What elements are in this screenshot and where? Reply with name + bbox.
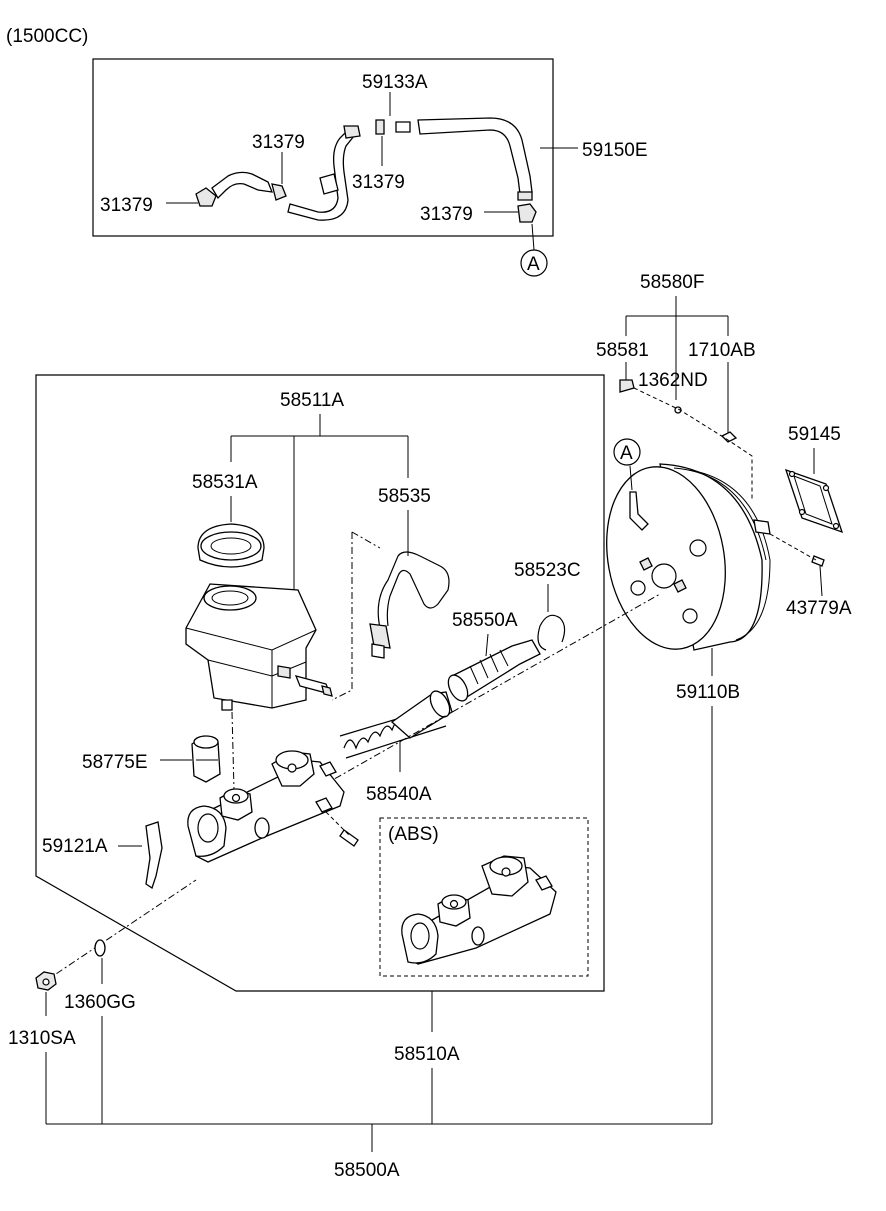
- label-58535: 58535: [378, 486, 431, 507]
- tube-seat-fitting: [191, 735, 221, 783]
- label-59121A: 59121A: [42, 836, 108, 857]
- label-59145: 59145: [788, 424, 841, 445]
- brake-booster: [606, 463, 771, 651]
- engine-note: (1500CC): [6, 26, 88, 47]
- label-1360GG: 1360GG: [64, 992, 136, 1013]
- hose-group-box: [92, 58, 554, 237]
- mounting-clip: [145, 821, 163, 890]
- label-1362ND: 1362ND: [638, 370, 708, 391]
- label-31379-a: 31379: [252, 132, 305, 153]
- reservoir-cap: [197, 523, 265, 568]
- label-31379-d: 31379: [420, 204, 473, 225]
- gasket: [784, 468, 844, 534]
- label-58511A: 58511A: [280, 390, 344, 411]
- connector-a-booster-label: A: [620, 443, 633, 464]
- label-31379-c: 31379: [100, 195, 153, 216]
- label-1710AB: 1710AB: [688, 340, 756, 361]
- label-58531A: 58531A: [192, 472, 258, 493]
- label-58510A: 58510A: [394, 1044, 460, 1065]
- mounting-nut-washer: [35, 939, 106, 991]
- label-58581: 58581: [596, 340, 649, 361]
- connector-a-booster: [613, 438, 641, 466]
- abs-master-cylinder: [401, 855, 557, 965]
- secondary-piston: [447, 639, 541, 702]
- label-58540A: 58540A: [366, 784, 432, 805]
- label-31379-b: 31379: [352, 172, 405, 193]
- label-58775E: 58775E: [82, 752, 148, 773]
- fluid-reservoir: [185, 583, 317, 711]
- label-abs: (ABS): [388, 824, 439, 845]
- vacuum-hose-assembly: [195, 117, 537, 223]
- primary-piston-spring: [339, 690, 453, 759]
- label-58550A: 58550A: [452, 610, 518, 631]
- master-cylinder-body: [187, 750, 359, 863]
- label-58523C: 58523C: [514, 560, 581, 581]
- master-cylinder-box: [35, 374, 605, 992]
- label-58580F: 58580F: [640, 272, 704, 293]
- label-59133A: 59133A: [362, 72, 428, 93]
- abs-inset-box: [379, 817, 589, 977]
- connector-a-top: [520, 249, 548, 277]
- label-1310SA: 1310SA: [8, 1028, 76, 1049]
- label-58500A: 58500A: [334, 1160, 400, 1181]
- label-59150E: 59150E: [582, 140, 648, 161]
- label-43779A: 43779A: [786, 598, 852, 619]
- snap-ring: [537, 614, 566, 651]
- fluid-level-sensor: [294, 551, 450, 697]
- connector-a-top-label: A: [527, 254, 540, 275]
- label-59110B: 59110B: [676, 682, 740, 703]
